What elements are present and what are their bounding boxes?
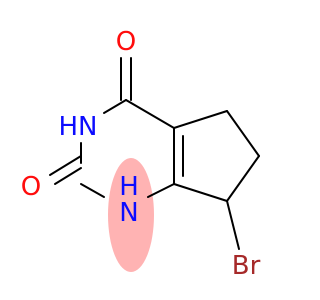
bond-c5-c6: [226, 110, 260, 157]
bond-c4a-c5: [173, 110, 228, 129]
molecule-diagram: O HN O H N Br: [21, 27, 261, 281]
atom-o-left: O: [21, 172, 41, 202]
bonds: [49, 57, 260, 250]
bond-c2-o-b: [54, 167, 82, 185]
atom-highlight: [108, 158, 154, 272]
bond-c2-n1: [80, 183, 105, 198]
atom-br: Br: [232, 251, 261, 281]
bond-c7-br: [226, 200, 240, 250]
bond-n1-c7a: [147, 183, 175, 198]
atom-o-top: O: [116, 27, 136, 57]
bond-c7-c7a: [173, 183, 228, 202]
atom-h-bottom: H: [119, 172, 139, 202]
bond-c2-o-a: [49, 155, 82, 176]
atom-n-bottom: N: [119, 198, 138, 228]
bond-c6-c7: [226, 155, 260, 202]
atom-nh-top: HN: [59, 112, 98, 142]
bond-c4-n3: [103, 99, 127, 114]
bond-c4-c4a: [125, 99, 175, 129]
